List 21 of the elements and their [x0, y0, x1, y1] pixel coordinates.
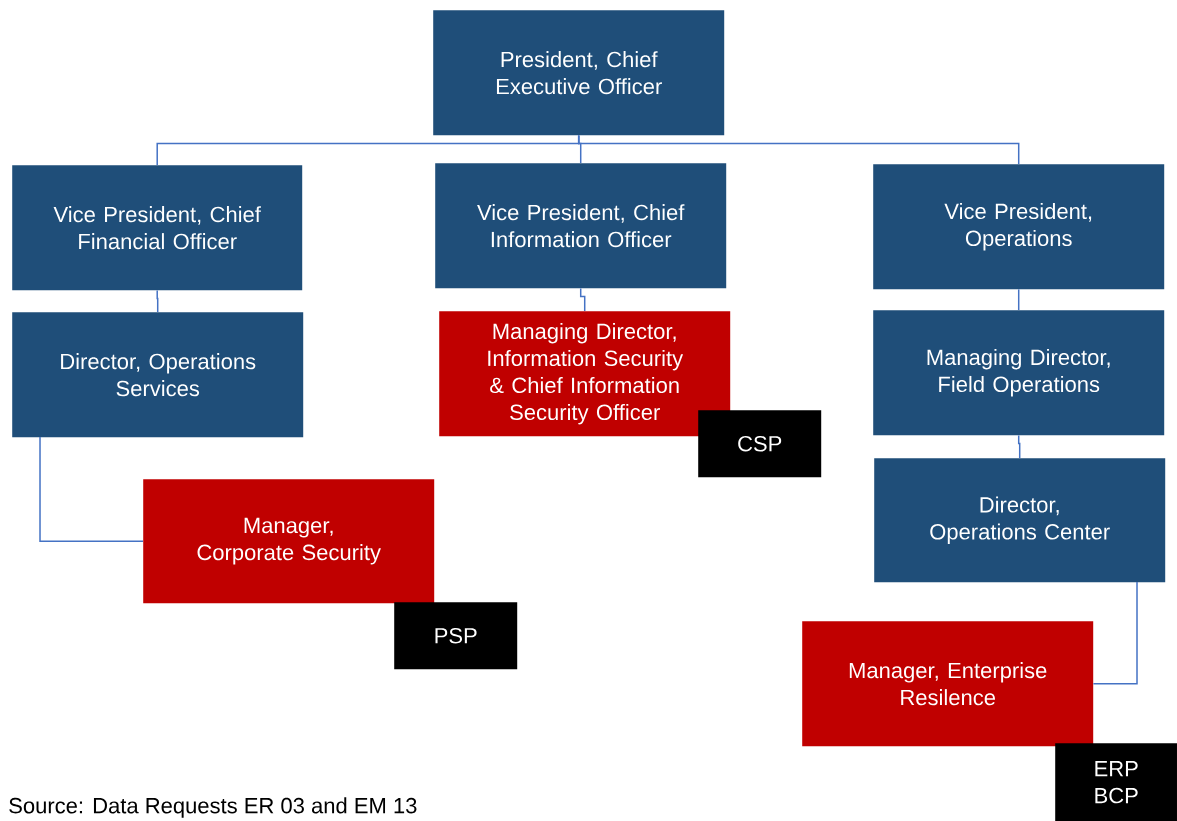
connector-line — [1017, 434, 1021, 459]
position-box: Vice President, Chief Information Officer — [435, 163, 727, 289]
position-box: Managing Director, Information Security & Chief Information Security Officer — [439, 311, 731, 437]
source-note: Source: Data Requests ER 03 and EM 13 — [9, 797, 417, 818]
connector-line — [156, 289, 159, 313]
position-box: Director, Operations Center — [874, 458, 1166, 583]
tag-box: ERP BCP — [1055, 743, 1177, 821]
position-box: Manager, Enterprise Resilence — [802, 621, 1094, 747]
tag-box: CSP — [698, 410, 822, 478]
position-box: Managing Director, Field Operations — [873, 310, 1165, 436]
position-box: Vice President, Chief Financial Officer — [12, 165, 303, 291]
tag-box: PSP — [394, 602, 518, 670]
connector-line — [39, 436, 144, 542]
connector-line — [577, 134, 1020, 165]
connector-line — [579, 287, 586, 312]
position-box: Director, Operations Services — [12, 312, 304, 438]
position-box: President, Chief Executive Officer — [433, 10, 725, 136]
connector-line — [1017, 288, 1020, 311]
connector-line — [1092, 581, 1138, 685]
position-box: Vice President, Operations — [873, 164, 1165, 290]
position-box: Manager, Corporate Security — [143, 479, 435, 604]
